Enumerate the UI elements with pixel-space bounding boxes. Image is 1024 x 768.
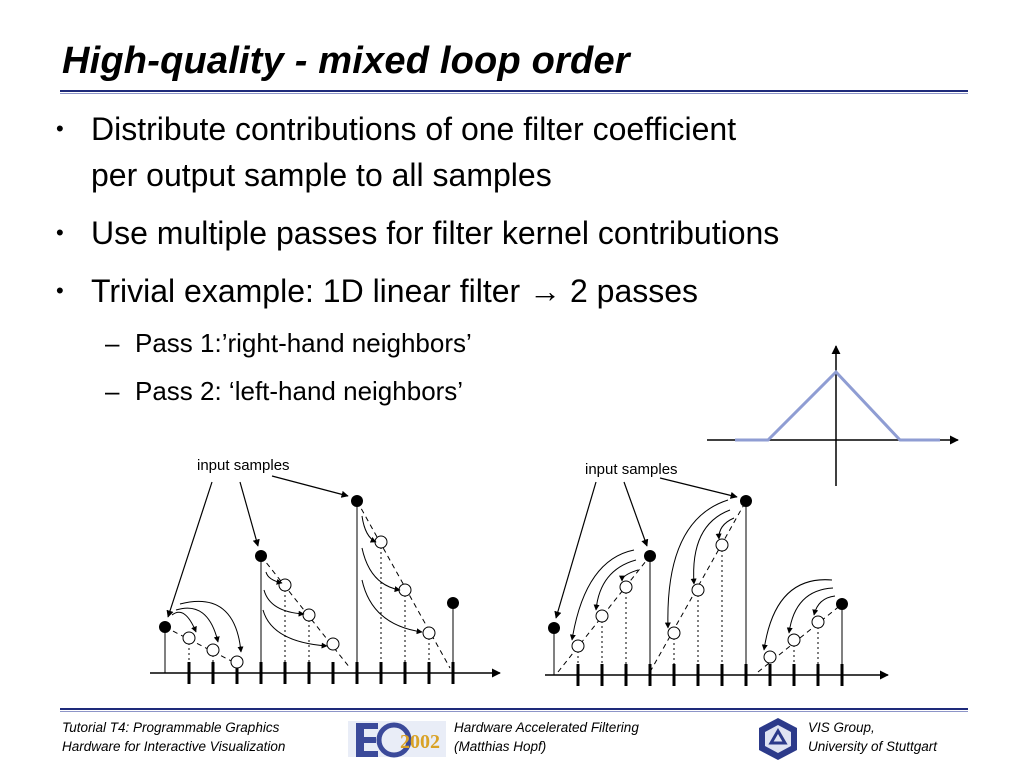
right-label-arrows: [554, 477, 738, 619]
title-rule: [60, 90, 968, 92]
right-input-samples: [548, 495, 848, 634]
sub-dash: –: [105, 328, 120, 358]
bullet-3-after: 2 passes: [569, 273, 699, 309]
left-input-samples-label: input samples: [197, 457, 290, 474]
filter-kernel-plot: [707, 345, 959, 486]
left-label-arrows: [166, 475, 349, 618]
footer-left-line1: Tutorial T4: Programmable Graphics: [62, 720, 280, 735]
footer-middle-line1: Hardware Accelerated Filtering: [454, 720, 639, 735]
footer-rule-light: [60, 711, 968, 712]
footer-right-line2: University of Stuttgart: [808, 739, 938, 754]
footer-left: Tutorial T4: Programmable Graphics Hardw…: [62, 718, 285, 756]
left-input-samples: [159, 495, 459, 633]
bullet-1-line1: Distribute contributions of one filter c…: [91, 111, 737, 147]
right-dotted-stems: [577, 545, 819, 664]
footer-middle: Hardware Accelerated Filtering (Matthias…: [454, 718, 639, 756]
right-diagram: input samples: [545, 461, 889, 686]
bullet-dot: •: [56, 116, 64, 141]
logo-year: 2002: [400, 731, 440, 753]
tent-filter-line: [735, 369, 940, 442]
bullet-3-main: Trivial example: 1D linear filter: [91, 273, 521, 309]
bullet-2-text: Use multiple passes for filter kernel co…: [91, 215, 780, 251]
left-output-samples: [182, 535, 436, 669]
right-output-samples: [571, 538, 825, 664]
bullet-dot: •: [56, 220, 64, 245]
left-sample-stems: [164, 501, 454, 673]
bullet-3-text: Trivial example: 1D linear filter → 2 pa…: [91, 270, 698, 312]
subbullet-2-text: Pass 2: ‘left-hand neighbors’: [135, 376, 464, 406]
eg2002-logo: 2002: [348, 721, 446, 758]
footer-middle-line2: (Matthias Hopf): [454, 739, 547, 754]
bullet-1-line2: per output sample to all samples: [91, 157, 552, 193]
left-ticks: [187, 662, 455, 684]
footer-right-line1: VIS Group,: [808, 720, 875, 735]
title-rule-light: [60, 93, 968, 94]
footer-left-line2: Hardware for Interactive Visualization: [62, 739, 286, 754]
vis-group-logo-icon: [759, 718, 797, 760]
left-diagram: input samples: [150, 457, 501, 684]
right-curved-arrows: [569, 499, 836, 651]
right-sample-stems: [553, 501, 843, 675]
footer-right: VIS Group, University of Stuttgart: [808, 718, 937, 756]
subbullet-1-text: Pass 1:’right-hand neighbors’: [135, 328, 472, 358]
bullet-dot: •: [56, 278, 64, 303]
slide-title: High-quality - mixed loop order: [62, 40, 630, 82]
sub-dash: –: [105, 376, 120, 406]
left-curved-arrows: [171, 515, 423, 653]
right-arrow-icon: →: [529, 273, 562, 309]
right-input-samples-label: input samples: [585, 461, 678, 478]
footer-rule: [60, 708, 968, 710]
